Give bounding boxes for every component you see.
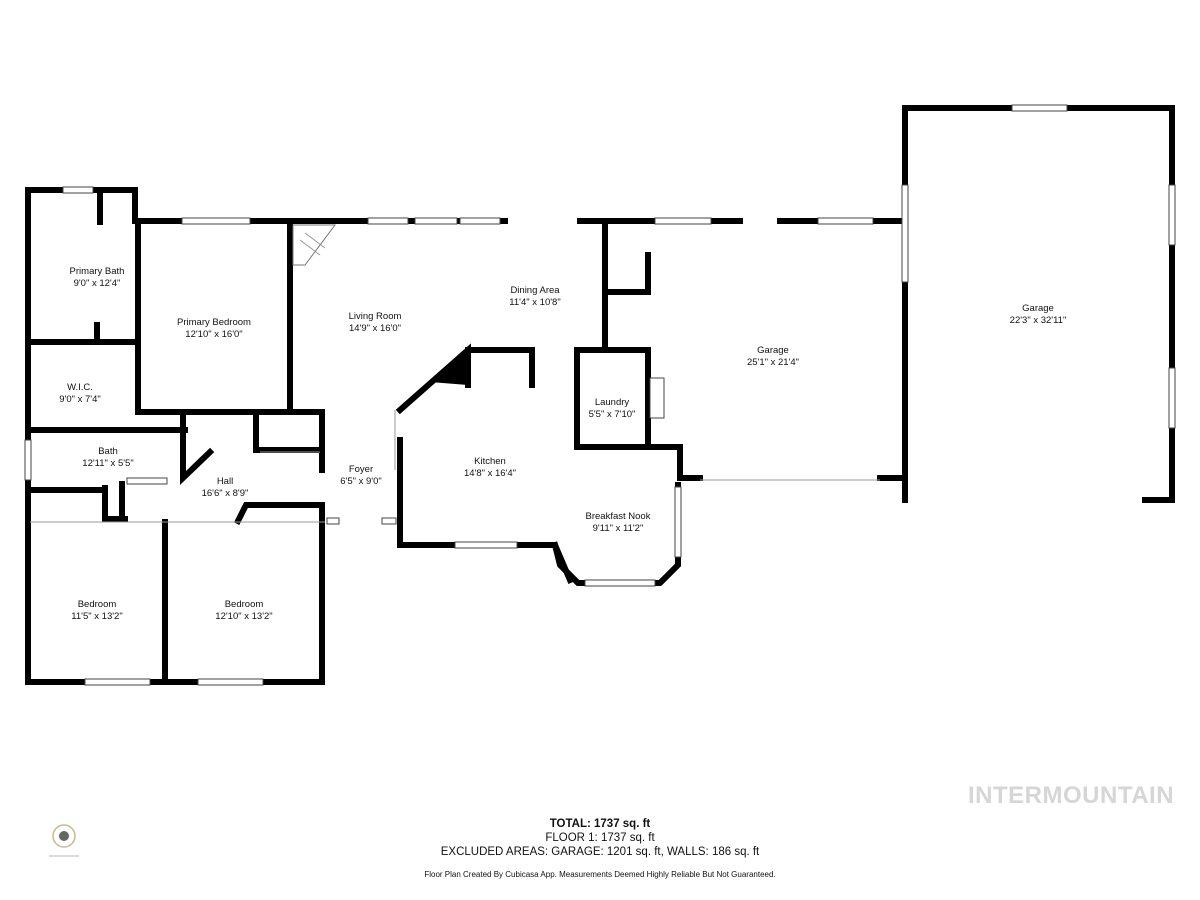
room-laundry-name: Laundry [595,397,630,408]
excluded-areas: EXCLUDED AREAS: GARAGE: 1201 sq. ft, WAL… [440,846,760,858]
walls [25,105,1175,685]
room-living-room-name: Living Room [349,311,402,322]
room-garage-1-dims: 25'1" x 21'4" [747,357,799,368]
room-primary-bedroom-name: Primary Bedroom [177,317,251,328]
room-breakfast-nook-name: Breakfast Nook [586,511,651,522]
room-living-room-dims: 14'9" x 16'0" [349,323,401,334]
watermark-text: INTERMOUNTAIN [968,782,1175,809]
room-garage-1-name: Garage [757,345,789,356]
room-breakfast-nook-dims: 9'11" x 11'2" [593,523,644,534]
room-garage-2-dims: 22'3" x 32'11" [1010,315,1067,326]
room-kitchen-name: Kitchen [474,456,506,467]
room-laundry-dims: 5'5" x 7'10" [589,409,636,420]
room-foyer-dims: 6'5" x 9'0" [340,476,382,487]
total-area: TOTAL: 1737 sq. ft [549,818,651,830]
windows [24,104,1176,686]
room-bedroom-1-dims: 11'5" x 13'2" [71,611,122,622]
room-hall-name: Hall [217,476,233,487]
room-bedroom-1-name: Bedroom [78,599,117,610]
room-bath-name: Bath [98,446,118,457]
room-wic-name: W.I.C. [67,382,93,393]
room-kitchen-dims: 14'8" x 16'4" [464,468,516,479]
room-wic-dims: 9'0" x 7'4" [59,394,101,405]
room-bath-dims: 12'11" x 5'5" [82,458,133,469]
company-logo-icon [49,824,79,857]
room-hall-dims: 16'6" x 8'9" [202,488,249,499]
room-bedroom-2-name: Bedroom [225,599,264,610]
room-primary-bath-dims: 9'0" x 12'4" [74,278,121,289]
room-dining-area-dims: 11'4" x 10'8" [509,297,560,308]
disclaimer-text: Floor Plan Created By Cubicasa App. Meas… [424,870,776,879]
area-summary: TOTAL: 1737 sq. ft FLOOR 1: 1737 sq. ft … [0,817,1200,859]
room-dining-area-name: Dining Area [510,285,560,296]
floor-area: FLOOR 1: 1737 sq. ft [545,832,655,844]
room-bedroom-2-dims: 12'10" x 13'2" [215,611,272,622]
room-primary-bath-name: Primary Bath [70,266,125,277]
room-primary-bedroom-dims: 12'10" x 16'0" [185,329,242,340]
room-labels: Primary Bath 9'0" x 12'4" Primary Bedroo… [59,266,1066,622]
room-garage-2-name: Garage [1022,303,1054,314]
room-foyer-name: Foyer [349,464,373,475]
thin-lines [30,224,880,523]
